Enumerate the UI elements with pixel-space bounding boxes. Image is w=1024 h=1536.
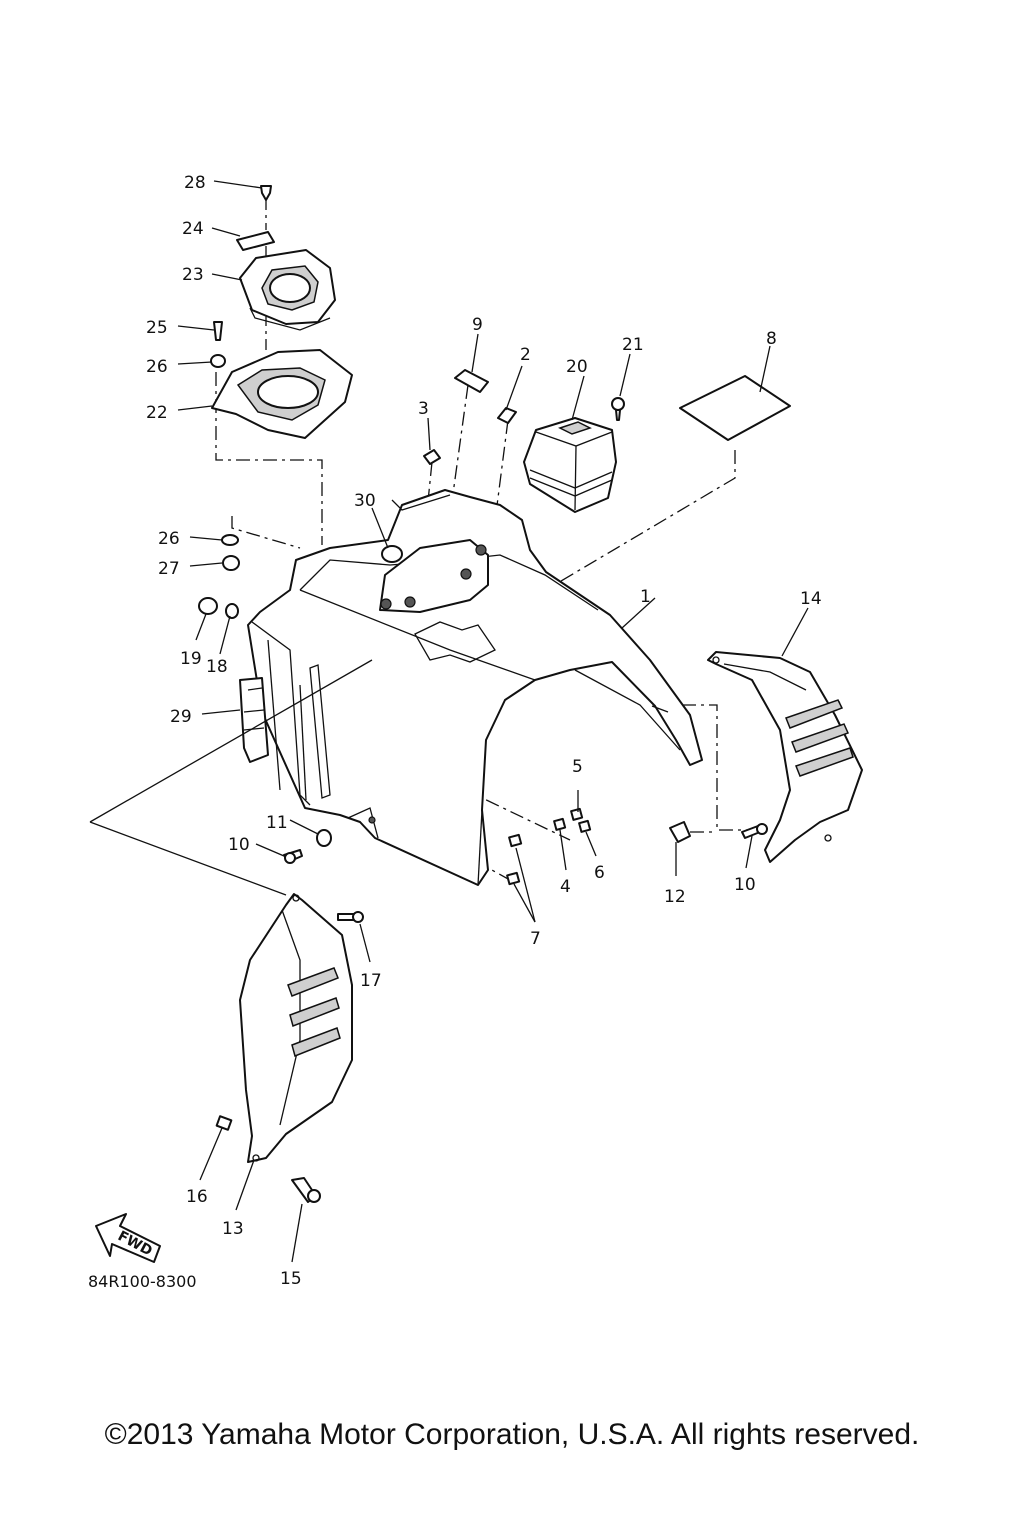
bolt-10-right: [741, 823, 768, 839]
callout-22: 22: [146, 403, 168, 423]
callout-20: 20: [566, 357, 588, 377]
callout-19: 19: [180, 649, 202, 669]
screw-28: [260, 185, 272, 201]
callout-7: 7: [530, 929, 541, 949]
callout-12: 12: [664, 887, 686, 907]
callout-30: 30: [354, 491, 376, 511]
callout-10a: 10: [228, 835, 250, 855]
bolt-15: [291, 1177, 321, 1203]
bolt-17: [337, 911, 364, 923]
callout-25: 25: [146, 318, 168, 338]
callout-17: 17: [360, 971, 382, 991]
clip-9: [454, 369, 489, 393]
collar-11: [316, 829, 332, 847]
callout-23: 23: [182, 265, 204, 285]
meter-bracket-23: [239, 249, 336, 331]
cap-30: [381, 545, 403, 563]
clip-nut-12: [669, 821, 691, 843]
callout-15: 15: [280, 1269, 302, 1289]
nut-19: [198, 597, 218, 615]
nut-16: [215, 1115, 233, 1131]
washer-18: [225, 603, 239, 619]
callout-6: 6: [594, 863, 605, 883]
fwd-arrow-icon: FWD: [95, 1213, 161, 1263]
callout-4: 4: [560, 877, 571, 897]
callout-28: 28: [184, 173, 206, 193]
callout-11: 11: [266, 813, 288, 833]
callout-labels: 1 2 3 4 5 6 7 8 9 10 10 11 12 13 14 15 1…: [146, 173, 822, 1289]
clip-3: [423, 449, 441, 465]
collar-27: [222, 555, 240, 571]
pads-4-5-6-7: [506, 807, 592, 886]
leader-lines: [89, 180, 809, 1263]
grommet-26-top: [210, 354, 226, 368]
callout-21: 21: [622, 335, 644, 355]
grommet-26-lower: [221, 534, 239, 546]
side-rail-29: [239, 677, 269, 763]
screw-25: [213, 321, 223, 341]
callout-2: 2: [520, 345, 531, 365]
callout-5: 5: [572, 757, 583, 777]
callout-8: 8: [766, 329, 777, 349]
label-8: [679, 375, 791, 441]
screw-21: [611, 397, 625, 421]
callout-27: 27: [158, 559, 180, 579]
clip-2: [497, 407, 517, 424]
callout-24: 24: [182, 219, 204, 239]
copyright-notice: ©2013 Yamaha Motor Corporation, U.S.A. A…: [104, 1418, 920, 1451]
callout-13: 13: [222, 1219, 244, 1239]
callout-9: 9: [472, 315, 483, 335]
front-fender-body: [247, 489, 703, 886]
callout-3: 3: [418, 399, 429, 419]
callout-29: 29: [170, 707, 192, 727]
plate-24: [236, 231, 275, 251]
callout-16: 16: [186, 1187, 208, 1207]
callout-1: 1: [640, 587, 651, 607]
callout-18: 18: [206, 657, 228, 677]
callout-10b: 10: [734, 875, 756, 895]
diagram-code: 84R100-8300: [88, 1272, 197, 1291]
callout-26a: 26: [146, 357, 168, 377]
side-cover-13: [239, 893, 353, 1163]
meter-cover-22: [211, 349, 353, 439]
bolt-10-left: [283, 849, 303, 864]
callout-14: 14: [800, 589, 822, 609]
tool-box-20: [523, 417, 617, 513]
side-cover-14: [707, 651, 863, 863]
callout-26b: 26: [158, 529, 180, 549]
